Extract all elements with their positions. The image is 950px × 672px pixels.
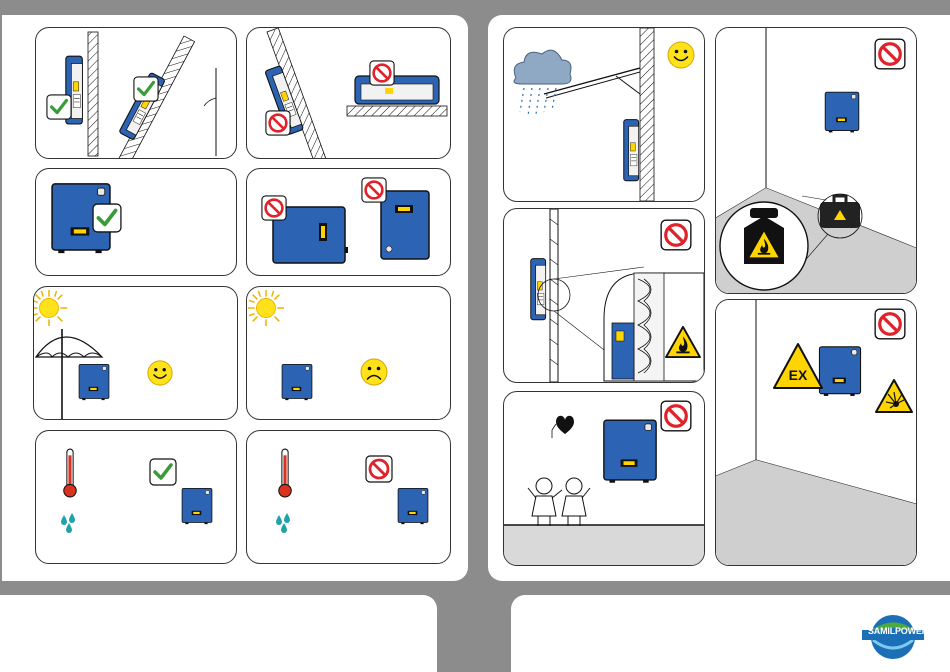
card-sun-direct	[246, 286, 451, 420]
inverter-side-icon	[531, 259, 546, 320]
card-temperature-forbidden	[246, 430, 451, 564]
card-orientation-upright	[35, 168, 237, 276]
card-children-access	[503, 391, 705, 566]
inverter-icon	[182, 488, 212, 524]
svg-text:EX: EX	[789, 367, 808, 383]
card-flammable-materials	[715, 27, 917, 294]
card-mount-tilt-allowed	[35, 27, 237, 159]
prohibited-icon	[661, 220, 691, 250]
inverter-icon	[825, 92, 859, 132]
prohibited-icon	[362, 178, 386, 202]
check-icon	[150, 459, 176, 485]
card-flammable-wall	[503, 208, 705, 383]
humidity-icon	[61, 513, 75, 533]
thermometer-icon	[279, 449, 291, 497]
inverter-icon	[819, 347, 860, 396]
card-orientation-forbidden	[246, 168, 451, 276]
sun-icon	[34, 290, 67, 326]
thermometer-icon	[64, 449, 76, 497]
samilpower-logo: SAMILPOWER	[858, 612, 928, 662]
inverter-icon	[604, 420, 656, 483]
card-temperature-allowed	[35, 430, 237, 564]
sun-icon	[248, 290, 284, 326]
check-icon	[93, 204, 121, 232]
prohibited-icon	[262, 196, 286, 220]
humidity-icon	[276, 513, 290, 533]
logo-wordmark: SAMILPOWER	[868, 626, 928, 636]
prohibited-icon	[266, 111, 290, 135]
card-explosive-atmosphere: EX	[715, 299, 917, 566]
check-icon	[134, 77, 158, 101]
happy-face-icon	[668, 42, 694, 68]
inverter-icon	[282, 364, 312, 400]
card-sun-shaded	[33, 286, 238, 420]
card-rain-sheltered	[503, 27, 705, 202]
check-icon	[47, 95, 71, 119]
happy-face-icon	[148, 361, 172, 385]
heart-icon	[556, 416, 574, 434]
prohibited-icon	[366, 456, 392, 482]
prohibited-icon	[370, 61, 394, 85]
sad-face-icon	[361, 359, 387, 385]
card-mount-forward-forbidden	[246, 27, 451, 159]
prohibited-icon	[875, 39, 905, 69]
prohibited-icon	[661, 401, 691, 431]
inverter-icon	[398, 488, 428, 524]
prohibited-icon	[875, 309, 905, 339]
inverter-icon	[79, 364, 109, 400]
bottom-left-panel	[0, 595, 437, 672]
inverter-side-icon	[624, 120, 639, 181]
children-icon	[528, 478, 590, 526]
